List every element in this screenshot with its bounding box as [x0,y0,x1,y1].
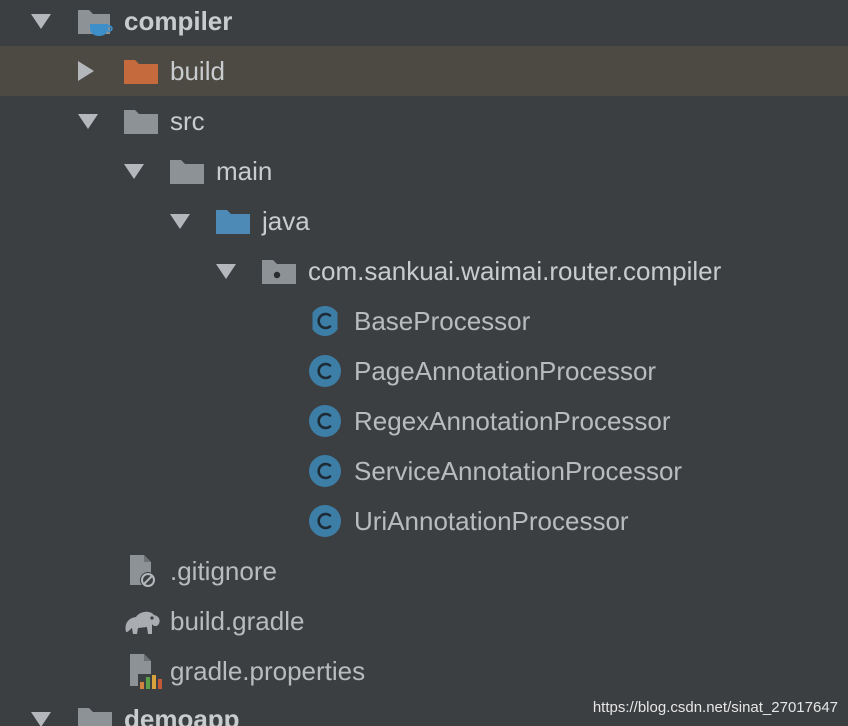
tree-row-package[interactable]: com.sankuai.waimai.router.compiler [0,246,848,296]
chevron-right-icon[interactable] [73,59,99,83]
source-folder-icon [214,205,252,237]
gradle-elephant-icon [122,606,162,638]
excluded-folder-icon [122,55,160,87]
watermark-url: https://blog.csdn.net/sinat_27017647 [592,699,838,716]
class-icon [306,355,344,387]
tree-row-page-annotation-processor[interactable]: PageAnnotationProcessor [0,346,848,396]
chevron-down-icon[interactable] [213,259,239,283]
tree-row-java[interactable]: java [0,196,848,246]
class-icon [306,405,344,437]
tree-row-label: com.sankuai.waimai.router.compiler [308,256,722,286]
tree-row-uri-annotation-processor[interactable]: UriAnnotationProcessor [0,496,848,546]
folder-icon [76,703,114,726]
chevron-down-icon[interactable] [167,209,193,233]
chevron-down-icon[interactable] [28,707,54,726]
tree-row-label: PageAnnotationProcessor [354,356,657,386]
tree-row-compiler[interactable]: compiler [0,0,848,46]
tree-row-label: BaseProcessor [354,306,531,336]
package-icon [260,255,298,287]
tree-row-label: build [170,56,225,86]
tree-row-src[interactable]: src [0,96,848,146]
tree-row-label: compiler [124,6,233,36]
tree-row-build[interactable]: build [0,46,848,96]
tree-row-build-gradle[interactable]: build.gradle [0,596,848,646]
tree-row-label: main [216,156,273,186]
tree-row-base-processor[interactable]: BaseProcessor [0,296,848,346]
tree-row-label: UriAnnotationProcessor [354,506,629,536]
tree-row-gradle-properties[interactable]: gradle.properties [0,646,848,696]
abstract-class-icon [306,305,344,337]
tree-row-label: src [170,106,205,136]
class-icon [306,505,344,537]
gitignore-file-icon [124,553,162,589]
tree-row-label: demoapp [124,704,240,726]
tree-row-label: RegexAnnotationProcessor [354,406,671,436]
tree-row-label: gradle.properties [170,656,366,686]
tree-row-label: java [262,206,310,236]
tree-row-label: .gitignore [170,556,277,586]
tree-row-regex-annotation-processor[interactable]: RegexAnnotationProcessor [0,396,848,446]
chevron-down-icon[interactable] [28,9,54,33]
class-icon [306,455,344,487]
properties-file-icon [124,652,164,690]
folder-icon [168,155,206,187]
tree-row-label: build.gradle [170,606,305,636]
module-folder-icon [76,5,114,37]
tree-row-service-annotation-processor[interactable]: ServiceAnnotationProcessor [0,446,848,496]
tree-row-main[interactable]: main [0,146,848,196]
chevron-down-icon[interactable] [121,159,147,183]
tree-row-demoapp[interactable]: demoapp [0,694,848,726]
folder-icon [122,105,160,137]
chevron-down-icon[interactable] [75,109,101,133]
tree-row-label: ServiceAnnotationProcessor [354,456,683,486]
tree-row-gitignore[interactable]: .gitignore [0,546,848,596]
